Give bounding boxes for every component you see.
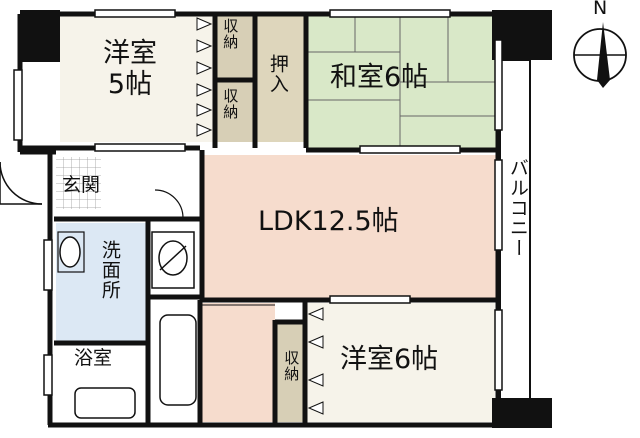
room-label-balcony: バルコニー [506,158,529,258]
room-label-japanese: 和室6帖 [330,62,429,93]
room-label-storage-1: 収納 [221,18,240,50]
hall-area [200,303,275,422]
western-5-room [60,14,215,142]
room-label-western-6: 洋室6帖 [340,344,439,375]
storage-1-area [215,14,253,80]
toilet-door-swing [154,189,184,219]
compass-north-label: N [593,0,608,19]
entrance-floor [101,157,201,209]
storage-3-area [275,322,305,422]
room-label-storage-2: 収納 [221,88,240,120]
windows [13,9,503,396]
toilet [151,231,195,289]
room-label-oshiire: 押入 [266,54,289,94]
entrance-door-swing [0,161,43,205]
compass [573,22,627,88]
room-label-bathroom: 浴室 [74,347,113,369]
room-label-storage-3: 収納 [282,350,301,382]
washbasin [59,236,81,268]
room-label-ldk: LDK12.5帖 [258,206,399,237]
room-label-western-5: 洋室 5帖 [103,38,157,101]
washbasin-counter [57,231,85,273]
oshiire-area [257,14,305,142]
room-label-washroom: 洗面所 [98,240,121,300]
column-top-left [20,10,60,62]
north-arrow-icon [597,22,610,88]
bath-fixture [159,314,197,406]
closet-door-marks [196,17,324,415]
column-bottom-right [492,398,552,428]
storage-2-area [215,80,253,142]
entrance-tiles [56,157,101,209]
western-6-room [305,303,495,422]
room-label-entrance: 玄関 [62,174,101,196]
bathtub [74,387,136,419]
ldk-room [203,155,496,298]
tatami-lines [308,14,496,149]
